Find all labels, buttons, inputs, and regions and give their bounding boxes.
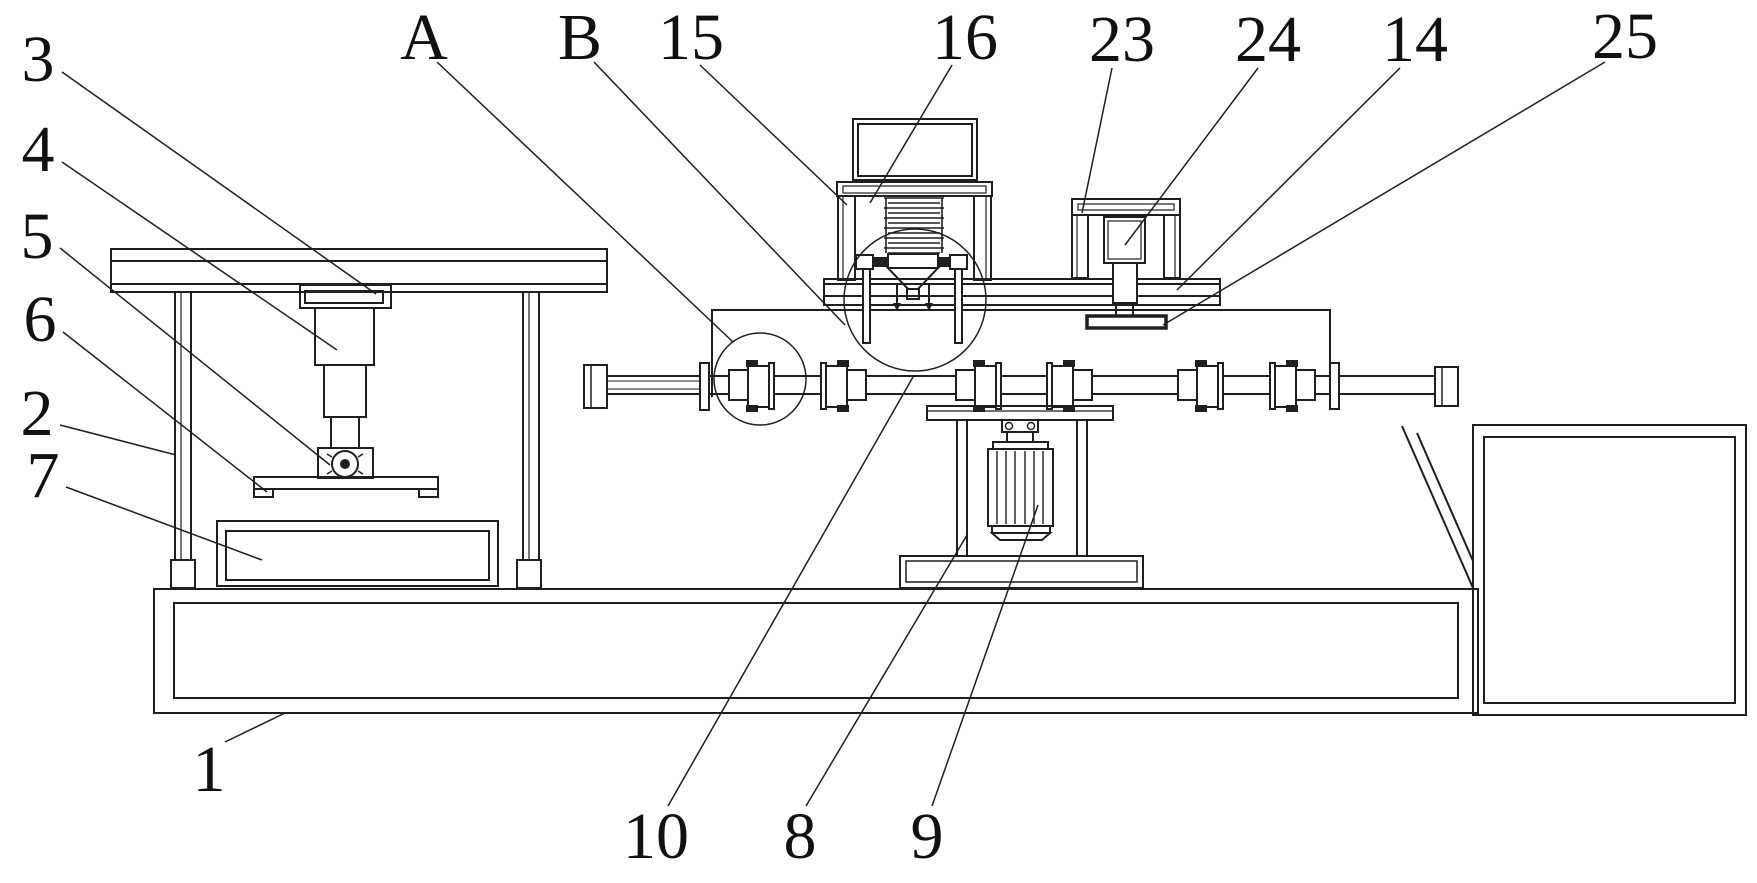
motor-station — [899, 405, 1144, 589]
annotation-layer: 3 4 5 6 27 1 10 8 9 A B 15 16 23 24 14 25 — [21, 0, 1659, 873]
tool-station — [1071, 198, 1181, 330]
machine-base — [153, 588, 1479, 714]
pedestal-top-plate — [926, 405, 1114, 421]
shaft-left-flange — [699, 362, 710, 411]
hopper-frame-right-leg — [973, 195, 992, 281]
beam-bracket — [299, 284, 392, 309]
base-inner — [173, 602, 1459, 699]
workpiece-box — [216, 520, 499, 587]
collection-bin-outer — [1472, 424, 1747, 716]
chute-inner-edge — [1416, 432, 1474, 562]
part-label-15: 15 — [658, 1, 724, 74]
part-label-5: 5 — [21, 200, 54, 273]
leader-line-7 — [65, 486, 263, 561]
tool-bracket-right-leg — [1163, 214, 1181, 279]
part-label-3: 3 — [22, 23, 55, 96]
leader-line-6 — [62, 331, 268, 493]
shaft-right-flange — [1329, 362, 1340, 410]
tool-bracket-top — [1071, 198, 1181, 216]
part-label-A: A — [400, 1, 448, 74]
leader-line-5 — [59, 247, 331, 466]
shaft-left-segment — [606, 375, 701, 395]
part-label-2: 2 — [21, 377, 54, 450]
leader-line-10 — [667, 376, 914, 807]
discharge-section — [1401, 424, 1747, 716]
part-label-24: 24 — [1235, 3, 1301, 76]
leader-line-16 — [869, 64, 953, 204]
clamp-housing — [711, 309, 1331, 403]
leader-line-3 — [61, 71, 377, 295]
tool-bracket-left-leg — [1071, 214, 1089, 279]
clamp-unit — [955, 360, 1002, 412]
leader-line-23 — [1081, 67, 1113, 214]
leader-line-B — [593, 61, 846, 326]
pedestal-left-leg — [956, 419, 968, 557]
hopper-frame-top — [836, 181, 993, 197]
leader-line-2 — [59, 424, 177, 456]
collection-bin-inner — [1483, 436, 1736, 704]
leader-line-14 — [1176, 67, 1401, 291]
work-table — [823, 278, 1221, 306]
leader-line-9 — [931, 504, 1039, 807]
hopper-station — [836, 118, 993, 344]
hopper-body — [887, 253, 939, 269]
detail-circle-A — [713, 332, 807, 426]
part-label-B: B — [558, 1, 602, 74]
hopper-rod-right — [954, 265, 963, 344]
hopper-rod-left — [862, 265, 871, 344]
clamp-unit — [1177, 360, 1224, 412]
part-label-23: 23 — [1089, 3, 1155, 76]
tool-cylinder — [1103, 216, 1146, 264]
dispense-needle — [889, 283, 905, 311]
part-label-16: 16 — [932, 1, 998, 74]
pedestal-base-plate — [899, 555, 1144, 589]
press-cylinder — [314, 307, 375, 366]
press-plate — [253, 476, 439, 490]
leader-line-1 — [224, 712, 286, 743]
part-label-8: 8 — [784, 800, 817, 873]
gantry-left-foot — [170, 559, 196, 589]
leader-line-15 — [699, 64, 848, 206]
hopper-nozzle — [906, 288, 920, 300]
tool-pad — [1085, 314, 1168, 330]
leader-line-8 — [805, 534, 968, 807]
detail-circle-B — [843, 228, 987, 372]
leader-line-A — [436, 61, 734, 343]
part-label-7: 7 — [27, 439, 60, 512]
part-label-25: 25 — [1592, 0, 1658, 73]
tool-spindle — [1112, 262, 1138, 304]
part-label-4: 4 — [22, 113, 55, 186]
shaft-right-endcap — [1434, 366, 1459, 407]
leader-line-24 — [1124, 67, 1259, 246]
clamp-unit — [1046, 360, 1093, 412]
press-unit — [253, 284, 439, 498]
part-label-9: 9 — [911, 800, 944, 873]
part-label-1: 1 — [193, 733, 226, 806]
part-label-6: 6 — [24, 283, 57, 356]
clamp-unit — [820, 360, 867, 412]
press-plate-right-foot — [418, 488, 439, 498]
leader-line-25 — [1162, 61, 1606, 326]
chute-outer-edge — [1401, 425, 1474, 589]
part-label-10: 10 — [623, 800, 689, 873]
feed-box — [852, 118, 978, 181]
gantry-right-leg — [522, 291, 540, 561]
clamp-unit — [1269, 360, 1316, 412]
motor-mount — [1001, 419, 1039, 433]
press-rod — [330, 416, 360, 449]
clamp-unit — [728, 360, 775, 412]
bellows-spring — [884, 197, 944, 254]
base-outer — [153, 588, 1479, 714]
press-mid-section — [323, 364, 367, 418]
leader-line-4 — [61, 161, 338, 351]
pedestal-right-leg — [1076, 419, 1088, 557]
dispense-needle — [921, 283, 937, 311]
part-label-14: 14 — [1382, 3, 1448, 76]
shaft-left-endcap — [583, 364, 608, 409]
gantry-right-foot — [516, 559, 542, 589]
